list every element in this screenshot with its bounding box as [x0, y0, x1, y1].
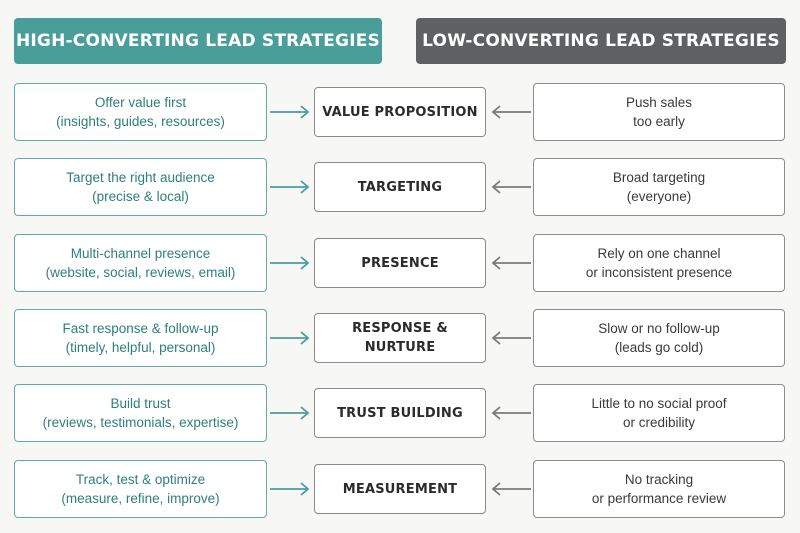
- category-box: TARGETING: [314, 162, 486, 212]
- line-1: Target the right audience: [66, 170, 215, 185]
- arrow-right-icon: [270, 105, 310, 119]
- line-2: (measure, refine, improve): [61, 491, 220, 506]
- low-converting-header: LOW-CONVERTING LEAD STRATEGIES: [416, 18, 786, 64]
- low-strategy-box: Push sales too early: [533, 83, 785, 141]
- category-box: RESPONSE & NURTURE: [314, 313, 486, 363]
- low-strategy-box: Rely on one channel or inconsistent prese…: [533, 234, 785, 292]
- high-converting-header: HIGH-CONVERTING LEAD STRATEGIES: [14, 18, 382, 64]
- line-2: (website, social, reviews, email): [45, 265, 236, 280]
- arrow-right-icon: [270, 256, 310, 270]
- line-2: (insights, guides, resources): [56, 114, 225, 129]
- high-strategy-box: Offer value first (insights, guides, reso…: [14, 83, 267, 141]
- arrow-right-icon: [270, 406, 310, 420]
- line-1: Broad targeting: [612, 170, 706, 185]
- arrow-left-icon: [491, 406, 531, 420]
- high-strategy-box: Multi-channel presence (website, social, …: [14, 234, 267, 292]
- arrow-right-icon: [270, 482, 310, 496]
- line-1: Track, test & optimize: [75, 472, 206, 487]
- high-strategy-box: Track, test & optimize (measure, refine, …: [14, 460, 267, 518]
- strategy-row: Fast response & follow-up (timely, helpfu…: [0, 309, 800, 367]
- high-strategy-box: Target the right audience (precise & loca…: [14, 158, 267, 216]
- line-1: Rely on one channel: [597, 246, 721, 261]
- arrow-left-icon: [491, 105, 531, 119]
- line-1: Multi-channel presence: [70, 246, 211, 261]
- line-1: No tracking: [624, 472, 694, 487]
- strategy-row: Offer value first (insights, guides, reso…: [0, 83, 800, 141]
- low-strategy-box: Broad targeting (everyone): [533, 158, 785, 216]
- line-1: Push sales: [625, 95, 693, 110]
- strategy-row: Track, test & optimize (measure, refine, …: [0, 460, 800, 518]
- line-2: (reviews, testimonials, expertise): [42, 415, 239, 430]
- line-1: Fast response & follow-up: [62, 321, 219, 336]
- line-2: (precise & local): [92, 189, 189, 204]
- arrow-right-icon: [270, 331, 310, 345]
- arrow-right-icon: [270, 180, 310, 194]
- low-strategy-box: Slow or no follow-up (leads go cold): [533, 309, 785, 367]
- low-strategy-box: Little to no social proof or credibility: [533, 384, 785, 442]
- line-2: (leads go cold): [614, 340, 704, 355]
- category-box: MEASUREMENT: [314, 464, 486, 514]
- strategy-row: Target the right audience (precise & loca…: [0, 158, 800, 216]
- category-box: VALUE PROPOSITION: [314, 87, 486, 137]
- arrow-left-icon: [491, 256, 531, 270]
- line-1: Offer value first: [94, 95, 187, 110]
- line-1: Slow or no follow-up: [598, 321, 720, 336]
- high-strategy-box: Fast response & follow-up (timely, helpfu…: [14, 309, 267, 367]
- line-2: too early: [633, 114, 685, 129]
- line-2: (everyone): [626, 189, 692, 204]
- line-2: (timely, helpful, personal): [65, 340, 216, 355]
- line-1: Build trust: [110, 396, 171, 411]
- high-strategy-box: Build trust (reviews, testimonials, exper…: [14, 384, 267, 442]
- line-2: or inconsistent presence: [585, 265, 733, 280]
- arrow-left-icon: [491, 331, 531, 345]
- strategy-row: Multi-channel presence (website, social, …: [0, 234, 800, 292]
- arrow-left-icon: [491, 180, 531, 194]
- arrow-left-icon: [491, 482, 531, 496]
- line-1: Little to no social proof: [591, 396, 727, 411]
- line-2: or performance review: [591, 491, 727, 506]
- strategy-row: Build trust (reviews, testimonials, exper…: [0, 384, 800, 442]
- line-2: or credibility: [622, 415, 696, 430]
- category-box: PRESENCE: [314, 238, 486, 288]
- category-box: TRUST BUILDING: [314, 388, 486, 438]
- low-strategy-box: No tracking or performance review: [533, 460, 785, 518]
